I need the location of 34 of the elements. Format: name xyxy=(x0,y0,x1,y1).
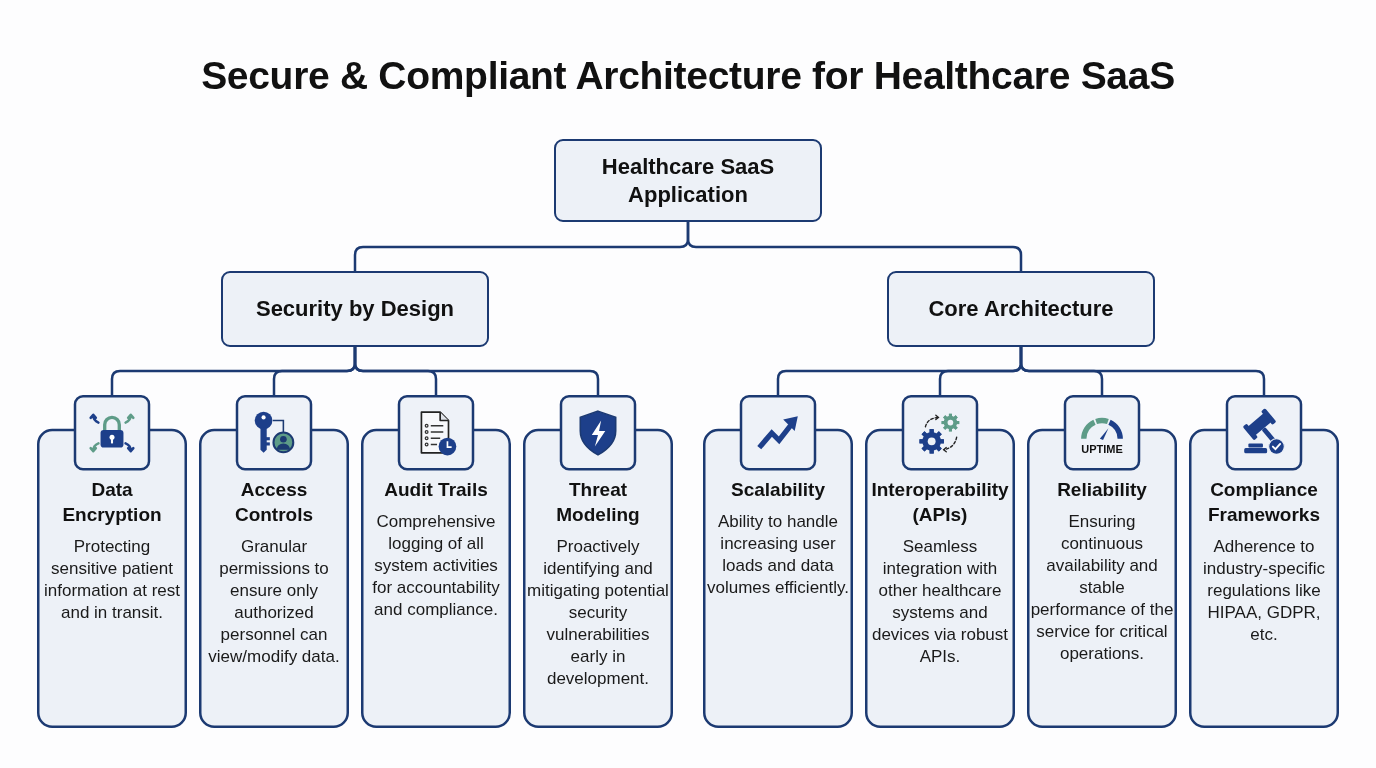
card-title: Threat Modeling xyxy=(555,478,641,527)
card-description: Adherence to industry-specific regulations like HIPAA, GDPR, etc. xyxy=(1202,536,1326,646)
gauge-caption: UPTIME xyxy=(1081,442,1123,456)
card-title: Audit Trails xyxy=(384,478,488,502)
card-description: Comprehensive logging of all system activities for accountability and compliance. xyxy=(371,511,501,621)
feature-card xyxy=(361,395,511,728)
card-title: Compliance Frameworks xyxy=(1207,478,1321,527)
box-title: Security by Design xyxy=(255,295,455,323)
card-description: Ability to handle increasing user loads and data volumes efficiently. xyxy=(706,511,850,599)
feature-card xyxy=(1189,395,1339,728)
card-title: Data Encryption xyxy=(61,478,163,527)
feature-card xyxy=(199,395,349,728)
feature-card xyxy=(1027,395,1177,728)
card-title: Access Controls xyxy=(233,478,315,527)
card-description: Proactively identifying and mitigating potential security vulnerabilities early in development. xyxy=(526,536,670,690)
connector-line xyxy=(353,347,600,395)
box-title: Core Architecture xyxy=(928,295,1114,323)
feature-card xyxy=(865,395,1015,728)
card-title: Reliability xyxy=(1057,478,1147,502)
connector-line xyxy=(1019,347,1266,395)
feature-card xyxy=(703,395,853,728)
diagram-title: Secure & Compliant Architecture for Healthcare SaaS xyxy=(200,53,1176,99)
card-description: Seamless integration with other healthcare systems and devices via robust APIs. xyxy=(870,536,1010,668)
card-title: Interoperability (APIs) xyxy=(870,478,1010,527)
category-box xyxy=(887,271,1155,347)
category-box xyxy=(221,271,489,347)
card-description: Granular permissions to ensure only authorized personnel can view/modify data. xyxy=(207,536,341,668)
card-description: Ensuring continuous availability and stable performance of the service for critical operations. xyxy=(1030,511,1174,665)
card-description: Protecting sensitive patient information at rest and in transit. xyxy=(42,536,182,624)
box-title: Healthcare SaaS Application xyxy=(600,152,776,209)
feature-card xyxy=(37,395,187,728)
card-title: Scalability xyxy=(731,478,825,502)
feature-card xyxy=(523,395,673,728)
category-box xyxy=(554,139,822,222)
